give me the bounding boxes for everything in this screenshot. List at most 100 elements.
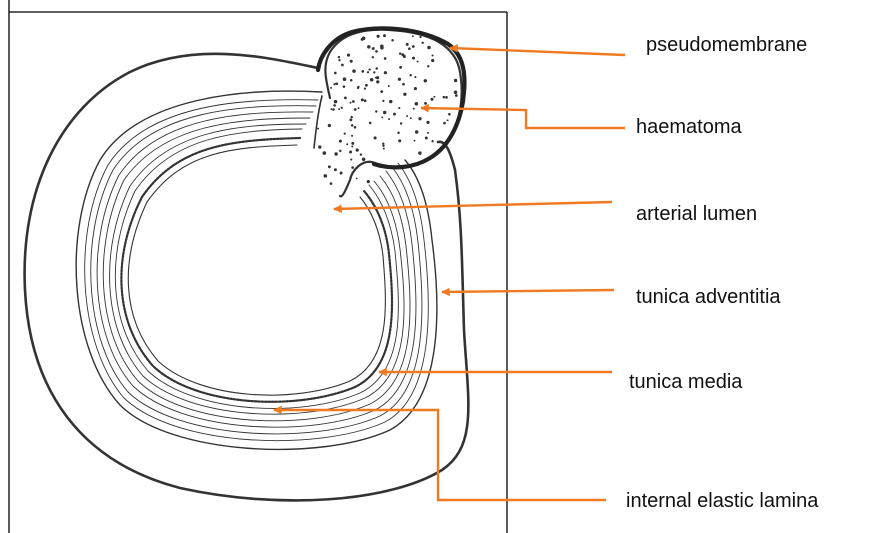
stipple-dot — [362, 158, 366, 162]
stipple-dot — [427, 132, 429, 134]
stipple-dot — [344, 97, 347, 100]
haematoma-stipple — [317, 34, 458, 185]
stipple-dot — [412, 35, 414, 37]
stipple-dot — [403, 55, 406, 58]
stipple-dot — [364, 88, 366, 90]
haematoma-neck-line — [314, 96, 322, 148]
stipple-dot — [393, 113, 396, 116]
stipple-dot — [389, 100, 392, 103]
stipple-dot — [398, 107, 400, 109]
stipple-dot — [338, 108, 340, 110]
stipple-dot — [334, 100, 338, 104]
pseudomembrane-arrow — [450, 48, 625, 55]
stipple-dot — [334, 152, 337, 155]
stipple-dot — [433, 96, 435, 98]
leader-arrows — [274, 48, 625, 500]
vessel-drawing — [25, 28, 469, 500]
stipple-dot — [388, 85, 390, 87]
stipple-dot — [375, 110, 377, 112]
stipple-dot — [380, 90, 383, 93]
stipple-dot — [333, 83, 335, 85]
tunica-adventitia-label: tunica adventitia — [636, 287, 781, 307]
stipple-dot — [352, 100, 355, 103]
stipple-dot — [368, 68, 370, 70]
stipple-dot — [343, 77, 347, 81]
stipple-dot — [364, 99, 367, 102]
stipple-dot — [402, 83, 405, 86]
stipple-dot — [430, 98, 433, 101]
stipple-dot — [377, 35, 380, 38]
stipple-dot — [455, 94, 458, 97]
pseudomembrane-label: pseudomembrane — [646, 35, 807, 55]
stipple-dot — [367, 71, 369, 73]
stipple-dot — [372, 56, 374, 58]
stipple-dot — [445, 96, 448, 99]
stipple-dot — [383, 111, 386, 114]
stipple-dot — [357, 87, 359, 89]
stipple-dot — [432, 54, 434, 56]
stipple-dot — [361, 70, 364, 73]
stipple-dot — [426, 121, 429, 124]
stipple-dot — [361, 98, 364, 101]
stipple-dot — [391, 39, 394, 42]
stipple-dot — [424, 79, 427, 82]
stipple-dot — [367, 45, 370, 48]
stipple-dot — [330, 182, 333, 185]
stipple-dot — [399, 52, 402, 55]
stipple-dot — [349, 150, 352, 153]
stipple-dot — [356, 178, 358, 180]
stipple-dot — [403, 93, 406, 96]
stipple-dot — [330, 87, 332, 89]
stipple-dot — [346, 143, 348, 145]
stipple-dot — [375, 77, 377, 79]
stipple-dot — [351, 135, 353, 137]
stipple-dot — [358, 107, 360, 109]
stipple-dot — [382, 145, 384, 147]
stipple-dot — [383, 148, 385, 150]
stipple-dot — [398, 139, 401, 142]
stipple-dot — [351, 142, 354, 145]
stipple-dot — [324, 174, 328, 178]
stipple-dot — [382, 100, 384, 102]
stipple-dot — [406, 115, 408, 117]
stipple-dot — [374, 136, 377, 139]
stipple-dot — [332, 108, 335, 111]
stipple-dot — [384, 71, 387, 74]
intima-line — [128, 145, 385, 395]
stipple-dot — [388, 118, 390, 120]
stipple-dot — [381, 116, 383, 118]
stipple-dot — [350, 79, 353, 82]
stipple-dot — [349, 118, 352, 121]
stipple-dot — [350, 159, 352, 161]
stipple-dot — [339, 140, 342, 143]
arterial-lumen-arrow — [334, 202, 612, 209]
stipple-dot — [330, 108, 332, 110]
stipple-dot — [373, 71, 375, 73]
stipple-dot — [448, 113, 451, 116]
stipple-dot — [375, 50, 378, 53]
stipple-dot — [414, 87, 417, 90]
stipple-dot — [328, 124, 331, 127]
stipple-dot — [400, 122, 402, 124]
stipple-dot — [369, 122, 372, 125]
stipple-dot — [383, 34, 386, 37]
stipple-dot — [417, 61, 419, 63]
stipple-dot — [454, 91, 458, 95]
stipple-dot — [353, 70, 355, 72]
stipple-dot — [443, 122, 446, 125]
stipple-dot — [318, 145, 321, 148]
stipple-dot — [338, 56, 340, 58]
stipple-dot — [372, 47, 375, 50]
stipple-dot — [344, 132, 346, 134]
stipple-dot — [418, 117, 421, 120]
stipple-dot — [443, 96, 446, 99]
haematoma-arrow — [421, 108, 625, 128]
stipple-dot — [350, 102, 352, 104]
stipple-dot — [447, 119, 449, 121]
stipple-dot — [370, 78, 374, 82]
haematoma-label: haematoma — [636, 117, 742, 137]
stipple-dot — [399, 66, 402, 69]
stipple-dot — [431, 59, 434, 62]
stipple-dot — [343, 85, 346, 88]
